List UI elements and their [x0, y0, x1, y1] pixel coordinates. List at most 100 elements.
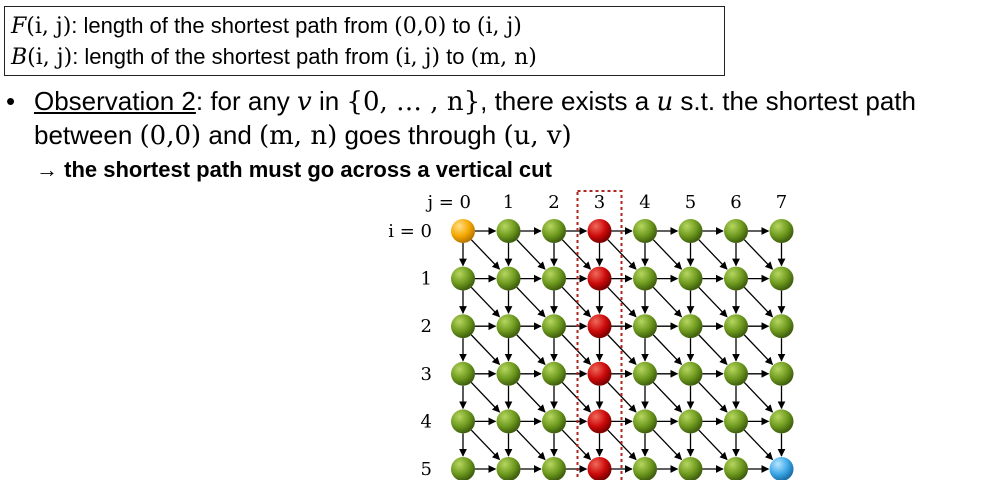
edge-diagonal	[698, 239, 728, 270]
grid-node	[542, 314, 566, 339]
grid-node	[451, 314, 475, 339]
edge-diagonal	[743, 429, 774, 461]
edge-diagonal	[698, 382, 728, 413]
observation-label: Observation 2	[34, 86, 196, 116]
edge-diagonal	[743, 239, 774, 270]
grid-node	[633, 409, 657, 434]
edge-diagonal	[516, 239, 546, 270]
obs-text3: , there exists a	[480, 86, 657, 116]
b-to-word: to	[440, 44, 471, 69]
row-label: 5	[421, 459, 432, 480]
grid-node	[769, 266, 794, 291]
grid-node	[633, 457, 657, 480]
grid-node	[633, 361, 657, 386]
b-args: (i, j)	[27, 45, 73, 70]
f-text: : length of the shortest path from	[71, 13, 395, 38]
grid-node	[678, 314, 703, 339]
edge-diagonal	[698, 334, 728, 365]
grid-node	[678, 409, 703, 434]
edge-diagonal	[698, 286, 728, 318]
b-to: (m, n)	[470, 45, 537, 70]
grid-node	[724, 219, 748, 243]
column-label: 6	[730, 192, 741, 213]
cut-node	[587, 361, 612, 386]
grid-nodes	[451, 219, 794, 480]
column-label: 5	[685, 192, 696, 213]
row-label: 3	[421, 364, 432, 385]
conclusion-text: the shortest path must go across a verti…	[64, 157, 552, 182]
cut-node	[587, 266, 612, 291]
f-args: (i, j)	[26, 14, 72, 39]
grid-node	[678, 457, 703, 480]
edge-diagonal	[516, 429, 546, 461]
b-from: (i, j)	[395, 45, 441, 70]
grid-node	[542, 457, 566, 480]
b-text: : length of the shortest path from	[72, 44, 396, 69]
cut-node	[587, 457, 612, 480]
grid-node	[496, 314, 521, 339]
obs-line2-text3: goes through	[337, 120, 504, 150]
f-to: (i, j)	[476, 14, 522, 39]
edge-diagonal	[698, 429, 728, 461]
column-label: 1	[503, 192, 514, 213]
row-label: 1	[421, 269, 432, 290]
f-to-word: to	[446, 13, 477, 38]
edge-diagonal	[561, 429, 592, 461]
row-label: 4	[421, 411, 432, 432]
obs-line2-text1: between	[34, 120, 140, 150]
row-label: i = 0	[388, 221, 432, 242]
grid-node	[451, 409, 475, 434]
edge-diagonal	[652, 429, 683, 461]
row-label: 2	[421, 316, 432, 337]
observation-bullet: •Observation 2: for any v in {0, … , n},…	[6, 84, 1002, 119]
edge-diagonal	[607, 429, 637, 461]
b-symbol: B	[11, 45, 28, 70]
grid-node	[496, 219, 521, 243]
edge-diagonal	[561, 382, 592, 413]
grid-node	[724, 409, 748, 434]
grid-node	[451, 457, 475, 480]
bullet-marker: •	[6, 86, 16, 116]
cut-column-box	[576, 190, 623, 480]
edge-diagonal	[516, 334, 546, 365]
grid-node	[678, 361, 703, 386]
column-label: 7	[776, 192, 787, 213]
grid-node	[542, 219, 566, 243]
grid-node	[451, 266, 475, 291]
grid-node	[542, 409, 566, 434]
edge-diagonal	[470, 239, 501, 270]
obs-text2: in	[311, 86, 347, 116]
conclusion-arrow: →	[36, 157, 58, 182]
definition-b: B(i, j): length of the shortest path fro…	[11, 42, 724, 73]
observation-bullet-line2: between (0,0) and (m, n) goes through (u…	[34, 118, 572, 153]
edge-diagonal	[652, 334, 683, 365]
grid-node	[724, 314, 748, 339]
obs-text4: s.t. the shortest path	[673, 86, 916, 116]
edge-diagonal	[470, 334, 501, 365]
column-label: 4	[639, 192, 650, 213]
grid-node	[769, 314, 794, 339]
grid-edges	[459, 227, 786, 473]
cut-node	[587, 409, 612, 434]
var-v: v	[297, 87, 312, 117]
edge-diagonal	[607, 239, 637, 270]
start-node	[451, 219, 475, 243]
grid-node	[496, 266, 521, 291]
grid-node	[678, 266, 703, 291]
column-label: 3	[594, 192, 605, 213]
edge-diagonal	[743, 334, 774, 365]
grid-node	[724, 266, 748, 291]
edge-diagonal	[470, 286, 501, 318]
edge-diagonal	[470, 429, 501, 461]
grid-node	[633, 266, 657, 291]
conclusion-line: → the shortest path must go across a ver…	[36, 155, 552, 185]
grid-node	[769, 219, 794, 243]
edge-diagonal	[516, 286, 546, 318]
f-symbol: F	[11, 14, 27, 39]
edge-diagonal	[607, 286, 637, 318]
grid-node	[769, 409, 794, 434]
edge-diagonal	[607, 382, 637, 413]
obs-line2-node: (u, v)	[503, 121, 572, 151]
